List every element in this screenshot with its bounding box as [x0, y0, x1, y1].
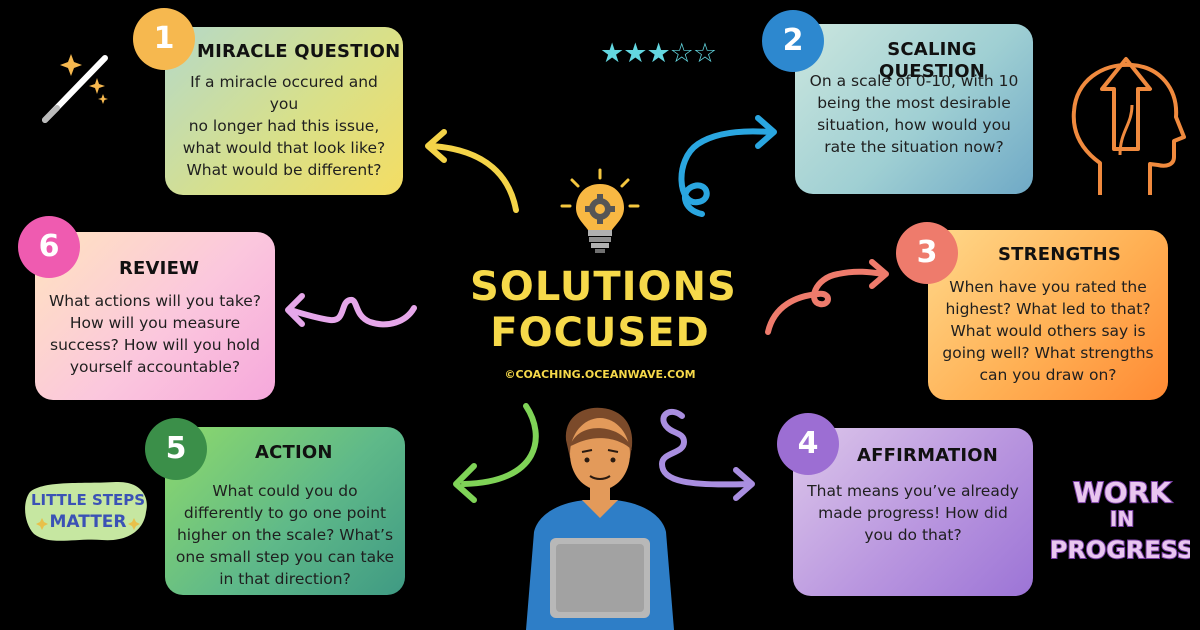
step-text-line: highest? What led to that?: [945, 300, 1151, 318]
arrow-to-step-6: [285, 293, 417, 328]
star-filled-icon: ★: [623, 38, 647, 69]
work-in-progress-sticker: WORK IN PROGRESS: [1050, 475, 1190, 565]
person-laptop-icon: [526, 407, 674, 630]
step-card-scaling-question: SCALING QUESTION On a scale of 0-10, wit…: [795, 24, 1033, 194]
credit-text: ©COACHING.OCEANWAVE.COM: [504, 368, 696, 381]
head-growth-icon: [1071, 57, 1186, 195]
step-card-affirmation: AFFIRMATION That means you’ve already ma…: [793, 428, 1033, 596]
step-number-badge: 5: [145, 418, 207, 480]
step-number-badge: 3: [896, 222, 958, 284]
step-text-line: rate the situation now?: [824, 138, 1004, 156]
step-text-line: what would that look like?: [182, 139, 386, 157]
lightbulb-gear-icon: [560, 168, 640, 253]
step-text-line: What would others say is: [950, 322, 1146, 340]
step-title: ACTION: [255, 442, 333, 463]
step-text-line: made progress! How did: [818, 504, 1008, 522]
step-text-line: What would be different?: [186, 161, 382, 179]
step-text-line: situation, how would you: [817, 116, 1011, 134]
arrow-to-step-5: [453, 403, 539, 503]
step-text-line: What actions will you take?: [48, 292, 262, 310]
step-text-line: yourself accountable?: [69, 358, 241, 376]
step-text-line: What could you do: [212, 482, 358, 500]
step-number-badge: 1: [133, 8, 195, 70]
center-title-line: SOLUTIONS: [470, 264, 737, 310]
step-title: SCALING QUESTION: [878, 39, 986, 82]
step-title: STRENGTHS: [998, 244, 1122, 265]
star-filled-icon: ★: [646, 38, 670, 69]
star-filled-icon: ★: [600, 38, 624, 69]
step-text-line: When have you rated the: [949, 278, 1147, 296]
step-text-line: On a scale of 0-10, with 10: [809, 72, 1019, 90]
star-empty-icon: ☆: [692, 38, 717, 69]
step-title: REVIEW: [119, 258, 200, 279]
step-text-line: higher on the scale? What’s: [176, 526, 394, 544]
step-text-line: one small step you can take: [175, 548, 395, 566]
step-card-strengths: STRENGTHS When have you rated the highes…: [928, 230, 1168, 400]
sticker-text: MATTER: [49, 512, 126, 532]
step-text-line: going well? What strengths: [942, 344, 1154, 362]
step-text-line: no longer had this issue,: [188, 117, 380, 135]
arrow-to-step-1: [425, 129, 519, 213]
step-text-line: That means you’ve already: [807, 482, 1019, 500]
sticker-text: IN: [1110, 507, 1134, 531]
arrow-to-step-3: [765, 259, 889, 335]
step-text-line: success? How will you hold: [50, 336, 260, 354]
step-text-line: being the most desirable: [817, 94, 1011, 112]
step-number-badge: 6: [18, 216, 80, 278]
arrow-to-step-4: [658, 408, 755, 501]
step-number-badge: 4: [777, 413, 839, 475]
step-number-badge: 2: [762, 10, 824, 72]
center-title-line: FOCUSED: [490, 310, 710, 356]
sticker-text: WORK: [1073, 476, 1172, 509]
sticker-text: LITTLE STEPS: [31, 491, 145, 509]
little-steps-matter-sticker: LITTLE STEPS MATTER: [25, 481, 147, 541]
arrow-to-step-2: [678, 115, 777, 217]
step-text-line: How will you measure: [69, 314, 241, 332]
step-card-miracle-question: MIRACLE QUESTION If a miracle occured an…: [165, 27, 403, 195]
sticker-text: PROGRESS: [1050, 536, 1190, 564]
step-text-line: can you draw on?: [979, 366, 1117, 384]
step-text-line: in that direction?: [219, 570, 351, 588]
step-text-line: you do that?: [864, 526, 962, 544]
center-title: SOLUTIONS FOCUSED: [470, 264, 737, 356]
star-rating-icon: ★★★☆☆: [600, 38, 717, 69]
star-empty-icon: ☆: [669, 38, 694, 69]
step-text-line: If a miracle occured and you: [190, 73, 378, 113]
magic-wand-icon: [42, 54, 108, 123]
step-title: MIRACLE QUESTION: [197, 41, 401, 62]
step-text-line: differently to go one point: [183, 504, 387, 522]
step-title: AFFIRMATION: [857, 445, 999, 466]
